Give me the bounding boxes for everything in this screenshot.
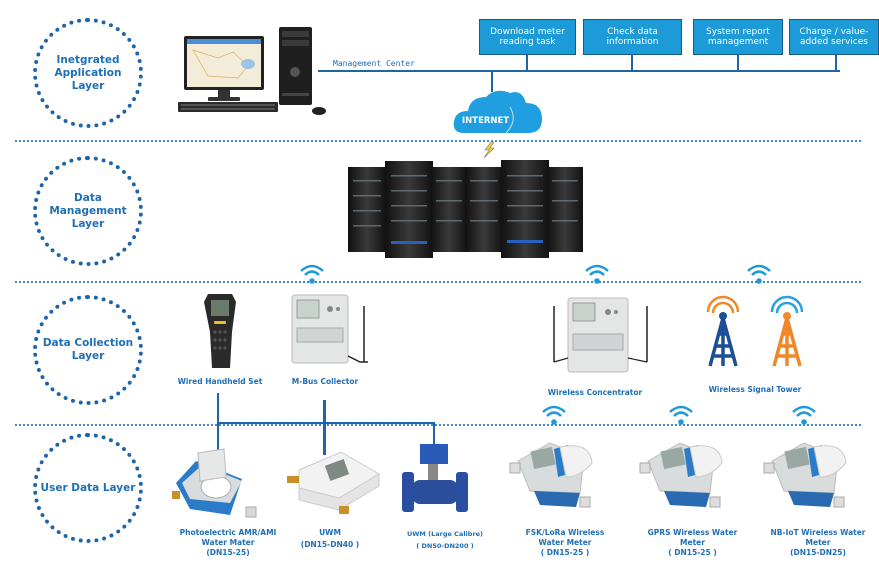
meter-label: UWM (DN15-DN40 ): [290, 528, 370, 550]
meter-spec: (DN15-DN25): [790, 548, 846, 557]
bus-connector-4: [835, 55, 837, 71]
desktop-computer-icon: [178, 36, 278, 112]
computer-tower-icon: [279, 27, 326, 115]
nbiot-meter-icon: [763, 442, 847, 508]
meter-spec: ( DN15-25 ): [540, 548, 590, 557]
meter-label: UWM (Large Calibre) ( DN50-DN200 ): [395, 529, 495, 551]
service-charge[interactable]: Charge / value-added services: [789, 19, 879, 55]
meter-name: UWM (Large Calibre): [406, 530, 484, 538]
wifi-icon: [585, 264, 609, 284]
signal-tower-icon: [770, 295, 804, 367]
management-bus-line: [318, 70, 840, 72]
lora-meter-icon: [509, 442, 593, 508]
wifi-icon: [669, 405, 693, 425]
meter-name: NB-IoT Wireless Water Meter: [770, 528, 866, 547]
bus-connector-3: [737, 55, 739, 71]
layer-application-label: Inetgrated Application Layer: [54, 53, 122, 92]
meter-name: UWM: [319, 528, 341, 537]
layer-application: Inetgrated Application Layer: [33, 18, 143, 128]
internet-cloud-icon: [453, 90, 542, 134]
wifi-icon: [792, 405, 816, 425]
signal-tower-label: Wireless Signal Tower: [708, 385, 802, 394]
photoelectric-meter-icon: [172, 448, 257, 518]
meter-label: NB-IoT Wireless Water Meter (DN15-DN25): [768, 528, 868, 558]
service-charge-label: Charge / value-added services: [799, 27, 869, 47]
bus-connector-1: [526, 55, 528, 71]
uwm-large-drop-line: [433, 422, 435, 444]
signal-tower-icon: [706, 295, 740, 367]
meter-label: FSK/LoRa Wireless Water Meter ( DN15-25 …: [515, 528, 615, 558]
uwm-large-meter-icon: [402, 444, 468, 512]
internet-connector: [491, 70, 493, 92]
uwm-meter-icon: [287, 451, 380, 514]
wired-bus-line: [217, 422, 435, 424]
meter-name: FSK/LoRa Wireless Water Meter: [525, 528, 605, 547]
handheld-device-icon: [204, 294, 236, 368]
divider-collection-user: [15, 424, 861, 426]
service-download-task-label: Download meter reading task: [490, 27, 565, 47]
wifi-icon: [300, 264, 324, 284]
layer-user-label: User Data Layer: [40, 481, 136, 494]
server-racks-icon: [348, 160, 583, 258]
divider-application-management: [15, 140, 861, 142]
lightning-icon: [483, 141, 495, 159]
mbus-drop-line: [323, 400, 326, 455]
divider-management-collection: [15, 281, 861, 283]
meter-spec: (DN15-25): [206, 548, 250, 557]
meter-spec: ( DN50-DN200 ): [416, 542, 474, 550]
mbus-collector-label: M-Bus Collector: [291, 377, 359, 386]
gprs-meter-icon: [639, 442, 723, 508]
meter-name: GPRS Wireless Water Meter: [647, 528, 738, 547]
internet-label: INTERNET: [462, 116, 510, 126]
wired-handheld-label: Wired Handheld Set: [177, 377, 263, 386]
wifi-icon: [542, 405, 566, 425]
bus-connector-2: [631, 55, 633, 71]
service-download-task[interactable]: Download meter reading task: [479, 19, 576, 55]
service-check-data[interactable]: Check data information: [583, 19, 682, 55]
wireless-concentrator-icon: [553, 297, 648, 373]
meter-name: Photoelectric AMR/AMI Water Mater: [179, 528, 277, 547]
meter-label: GPRS Wireless Water Meter ( DN15-25 ): [645, 528, 740, 558]
wifi-icon: [747, 264, 771, 284]
layer-collection: Data Collection Layer: [33, 295, 143, 405]
handheld-drop-line: [217, 393, 219, 455]
service-system-report-label: System report management: [706, 27, 770, 47]
layer-user: User Data Layer: [33, 433, 143, 543]
management-center-label: Management Center: [333, 59, 415, 68]
meter-label: Photoelectric AMR/AMI Water Mater (DN15-…: [168, 528, 288, 558]
mbus-collector-icon: [291, 294, 368, 364]
layer-management: Data Management Layer: [33, 156, 143, 266]
wireless-concentrator-label: Wireless Concentrator: [547, 388, 643, 397]
service-check-data-label: Check data information: [606, 27, 659, 47]
layer-management-label: Data Management Layer: [49, 191, 127, 230]
meter-spec: ( DN15-25 ): [668, 548, 717, 557]
meter-spec: (DN15-DN40 ): [300, 540, 360, 549]
service-system-report[interactable]: System report management: [693, 19, 783, 55]
layer-collection-label: Data Collection Layer: [42, 337, 134, 362]
